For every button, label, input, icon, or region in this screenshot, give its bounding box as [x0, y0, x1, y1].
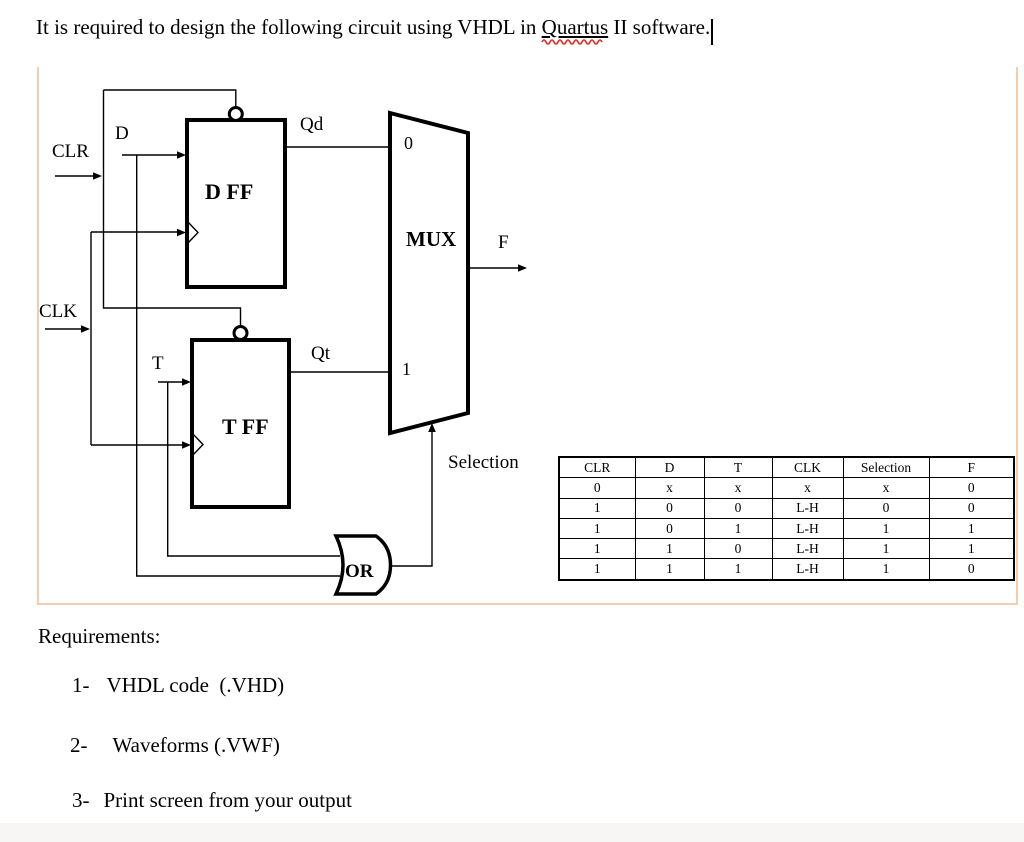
- requirement-item-2: 2- Waveforms (.VWF): [70, 733, 280, 757]
- table-cell: 0: [558, 477, 636, 499]
- selection-arrowhead-icon: [428, 423, 436, 432]
- requirement-number: 3-: [72, 788, 90, 812]
- clr-arrowhead-icon: [93, 172, 102, 180]
- selection-label: Selection: [448, 452, 519, 473]
- table-cell: 0: [703, 497, 773, 519]
- clr-to-dff-wire: [103, 89, 237, 108]
- requirement-item-3: 3- Print screen from your output: [72, 788, 352, 812]
- title-text: It is required to design the following c…: [36, 14, 714, 45]
- clk-label: CLK: [39, 301, 77, 322]
- truth-table-header-cell: D: [634, 456, 705, 479]
- truth-table-header-cell: F: [928, 456, 1015, 479]
- d-arrowhead-icon: [177, 151, 186, 159]
- tff-clock-chevron-icon: [191, 432, 204, 457]
- mux-label: MUX: [406, 227, 457, 251]
- truth-table-header-cell: Selection: [842, 456, 930, 479]
- dff-clear-bubble: [227, 106, 244, 122]
- tff-label: T FF: [222, 414, 269, 439]
- figure-frame: [37, 67, 1018, 605]
- table-cell: 0: [928, 558, 1015, 581]
- or-to-selection-wire: [390, 430, 433, 567]
- table-cell: x: [842, 477, 930, 499]
- requirement-number: 2-: [70, 733, 88, 757]
- title-suffix: II software.: [608, 15, 711, 39]
- table-cell: 0: [928, 477, 1015, 499]
- clk-arrowhead-icon: [81, 325, 90, 333]
- table-cell: 0: [634, 517, 705, 540]
- truth-table-header-cell: CLK: [771, 456, 844, 479]
- or-label: OR: [345, 561, 374, 582]
- clr-to-tff-wire: [102, 90, 242, 327]
- table-cell: x: [703, 477, 773, 499]
- table-cell: 1: [703, 558, 773, 581]
- clr-label: CLR: [52, 141, 89, 162]
- dff-clock-chevron-icon: [186, 220, 199, 245]
- table-cell: 1: [842, 538, 930, 560]
- table-cell: L-H: [771, 558, 844, 581]
- table-cell: x: [634, 477, 705, 499]
- title-prefix: It is required to design the following c…: [36, 15, 542, 39]
- requirement-item-1: 1- VHDL code (.VHD): [72, 673, 285, 697]
- table-cell: 1: [558, 517, 636, 540]
- t-to-or-wire: [167, 382, 340, 557]
- table-cell: 1: [558, 558, 636, 581]
- t-arrowhead-icon: [182, 378, 191, 386]
- table-cell: 1: [928, 517, 1015, 540]
- bottom-strip: [0, 823, 1024, 842]
- table-cell: 0: [928, 497, 1015, 519]
- t-label: T: [152, 353, 164, 374]
- mux-input-0-label: 0: [404, 133, 413, 153]
- truth-table-header-cell: T: [703, 456, 773, 479]
- qd-label: Qd: [300, 114, 324, 135]
- table-cell: L-H: [771, 497, 844, 519]
- f-label: F: [498, 232, 509, 253]
- mux-box: [388, 110, 470, 436]
- requirement-text: Waveforms (.VWF): [112, 733, 280, 757]
- dff-label: D FF: [205, 179, 254, 204]
- d-flip-flop-box: [185, 118, 287, 289]
- text-cursor-icon: [711, 19, 714, 45]
- table-cell: 1: [634, 558, 705, 581]
- spellcheck-squiggle-icon: [540, 39, 603, 45]
- table-cell: 1: [842, 517, 930, 540]
- requirement-number: 1-: [72, 673, 90, 697]
- table-cell: 1: [842, 558, 930, 581]
- table-cell: 0: [634, 497, 705, 519]
- table-cell: 1: [928, 538, 1015, 560]
- misspelled-word: Quartus: [540, 15, 609, 45]
- table-cell: 0: [842, 497, 930, 519]
- f-arrowhead-icon: [518, 264, 527, 272]
- t-flip-flop-box: [190, 338, 291, 509]
- tff-clear-bubble: [232, 325, 249, 341]
- table-cell: 1: [703, 517, 773, 540]
- table-cell: 0: [703, 538, 773, 560]
- table-cell: 1: [634, 538, 705, 560]
- qt-label: Qt: [311, 343, 330, 364]
- misspelled-word-text: Quartus: [541, 15, 609, 39]
- mux-input-1-label: 1: [402, 359, 411, 379]
- d-label: D: [115, 123, 129, 144]
- tff-clock-arrowhead-icon: [182, 441, 191, 449]
- table-cell: 1: [558, 538, 636, 560]
- truth-table-header-cell: CLR: [558, 456, 636, 479]
- table-cell: L-H: [771, 538, 844, 560]
- d-to-or-wire: [136, 155, 340, 577]
- table-cell: x: [771, 477, 844, 499]
- requirement-text: Print screen from your output: [103, 788, 352, 812]
- table-cell: L-H: [771, 517, 844, 540]
- dff-clock-arrowhead-icon: [177, 228, 186, 237]
- table-cell: 1: [558, 497, 636, 519]
- requirements-heading: Requirements:: [38, 624, 161, 648]
- or-gate-shape: [333, 534, 393, 596]
- requirement-text: VHDL code (.VHD): [106, 673, 285, 697]
